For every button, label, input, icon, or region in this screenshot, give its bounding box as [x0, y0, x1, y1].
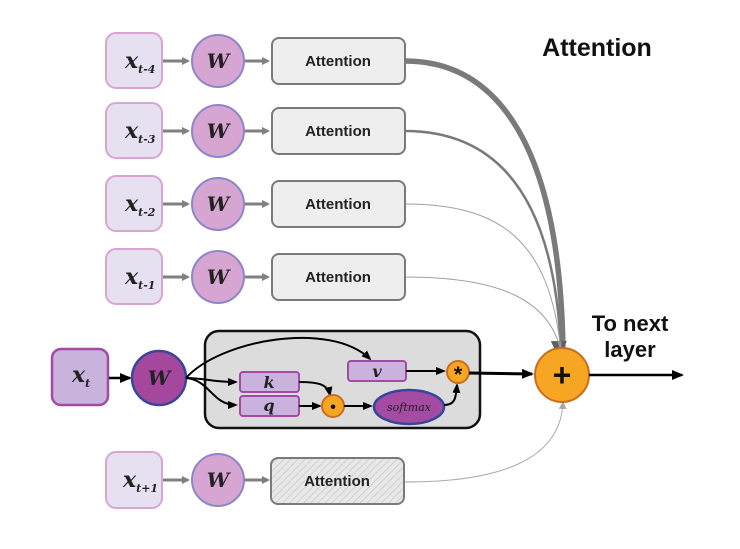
output-label-line2: layer [604, 337, 656, 362]
w-node [191, 104, 245, 158]
arrow-w-to-q [185, 377, 238, 409]
softmax-node [372, 388, 446, 426]
input-label: xt+1 [122, 467, 158, 495]
arrow-to-sum [468, 368, 534, 379]
row-t-3: xt-3 W Attention [105, 102, 406, 159]
attention-box [271, 180, 406, 228]
input-node [105, 248, 163, 305]
sum-symbol: + [553, 357, 572, 393]
attention-curve-t-2 [404, 203, 562, 353]
input-label: xt-4 [124, 48, 155, 76]
row-t: xt W k q v • softmax * [50, 329, 534, 430]
attention-box [271, 253, 406, 301]
attention-curve-t-3 [404, 129, 563, 353]
row-t+1: xt+1 W Attention [105, 451, 405, 509]
attention-label: Attention [304, 473, 370, 490]
current-w-label: W [148, 366, 173, 390]
query-label: q [263, 396, 274, 415]
w-label: W [207, 49, 232, 73]
attention-curve-t-4 [404, 58, 567, 360]
w-node [191, 34, 245, 88]
w-node [191, 250, 245, 304]
w-node [191, 177, 245, 231]
row-t-1: xt-1 W Attention [105, 248, 406, 305]
current-input-label: xt [71, 362, 90, 390]
input-label: xt-2 [124, 191, 156, 219]
w-label: W [207, 265, 232, 289]
w-label: W [207, 192, 232, 216]
attention-box [271, 107, 406, 155]
attention-box [271, 37, 406, 85]
input-node [105, 175, 163, 232]
input-label: xt-1 [124, 264, 155, 292]
softmax-label: softmax [387, 401, 432, 414]
current-input-node [50, 347, 110, 407]
arrow-softmax-to-mul [443, 383, 461, 406]
diagram-title: Attention [542, 34, 652, 62]
multiply-symbol: * [454, 362, 463, 387]
input-node [105, 102, 163, 159]
key-label: k [263, 373, 274, 392]
w-label: W [207, 119, 232, 143]
attention-label: Attention [305, 53, 371, 70]
attention-label: Attention [305, 196, 371, 213]
input-label: xt-3 [124, 118, 156, 146]
attention-curve-t-1 [404, 276, 562, 353]
masked-attention-box [270, 457, 405, 505]
dot-product-symbol: • [330, 399, 336, 416]
value-label: v [372, 362, 382, 381]
row-t-2: xt-2 W Attention [105, 175, 406, 232]
arrow-k-to-dot [298, 381, 333, 397]
attention-curve-t+1 [404, 401, 567, 483]
attention-label: Attention [305, 269, 371, 286]
w-label: W [207, 468, 232, 492]
attention-label: Attention [305, 123, 371, 140]
multiply-op [446, 360, 470, 384]
input-node [105, 451, 163, 509]
row-t-4: xt-4 W Attention [105, 32, 406, 89]
input-node [105, 32, 163, 89]
output-label-line1: To next [592, 311, 669, 336]
w-node [191, 453, 245, 507]
arrow-w-to-v [185, 336, 372, 379]
